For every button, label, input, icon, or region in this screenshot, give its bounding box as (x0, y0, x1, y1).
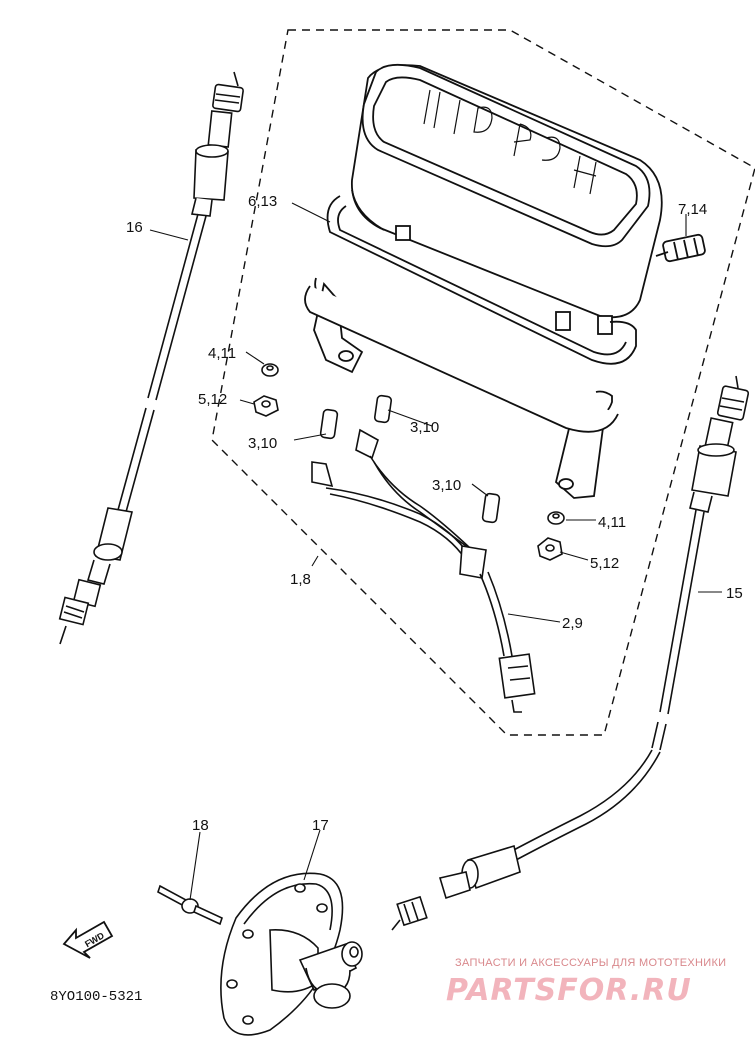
watermark-tagline: ЗАПЧАСТИ И АКСЕССУАРЫ ДЛЯ МОТОТЕХНИКИ (455, 957, 726, 969)
callout-5-12-left: 5,12 (198, 391, 227, 408)
callout-17: 17 (312, 817, 329, 834)
callout-16: 16 (126, 219, 143, 236)
callout-15: 15 (726, 585, 743, 602)
speedometer-meter-housing (351, 63, 706, 335)
callout-18: 18 (192, 817, 209, 834)
callout-3-10-b: 3,10 (410, 419, 439, 436)
speedometer-gear-unit-17 (220, 872, 363, 1036)
forward-arrow-icon: FWD (62, 920, 114, 959)
meter-bracket (304, 277, 619, 499)
callout-3-10-a: 3,10 (248, 435, 277, 452)
leader-lines (149, 202, 722, 901)
drive-pin-18 (157, 884, 223, 926)
wiring-harness (311, 428, 536, 713)
callout-3-10-c: 3,10 (432, 477, 461, 494)
callout-4-11-left: 4,11 (208, 345, 236, 362)
left-washer-nut (253, 363, 279, 417)
indicator-bulbs (319, 394, 501, 524)
callout-5-12-right: 5,12 (590, 555, 619, 572)
callout-7-14: 7,14 (678, 201, 707, 218)
callout-1-8: 1,8 (290, 571, 311, 588)
callout-2-9: 2,9 (562, 615, 583, 632)
diagram-code: 8YO100-5321 (50, 989, 142, 1005)
right-washer-nut (537, 511, 565, 561)
watermark-logo: PARTSFOR.RU (446, 973, 692, 1008)
callout-6-13: 6,13 (248, 193, 277, 210)
speedometer-cable-15 (391, 375, 750, 931)
speedometer-cable-16 (58, 71, 244, 645)
meter-gasket (326, 195, 637, 365)
callout-4-11-right: 4,11 (598, 514, 626, 531)
